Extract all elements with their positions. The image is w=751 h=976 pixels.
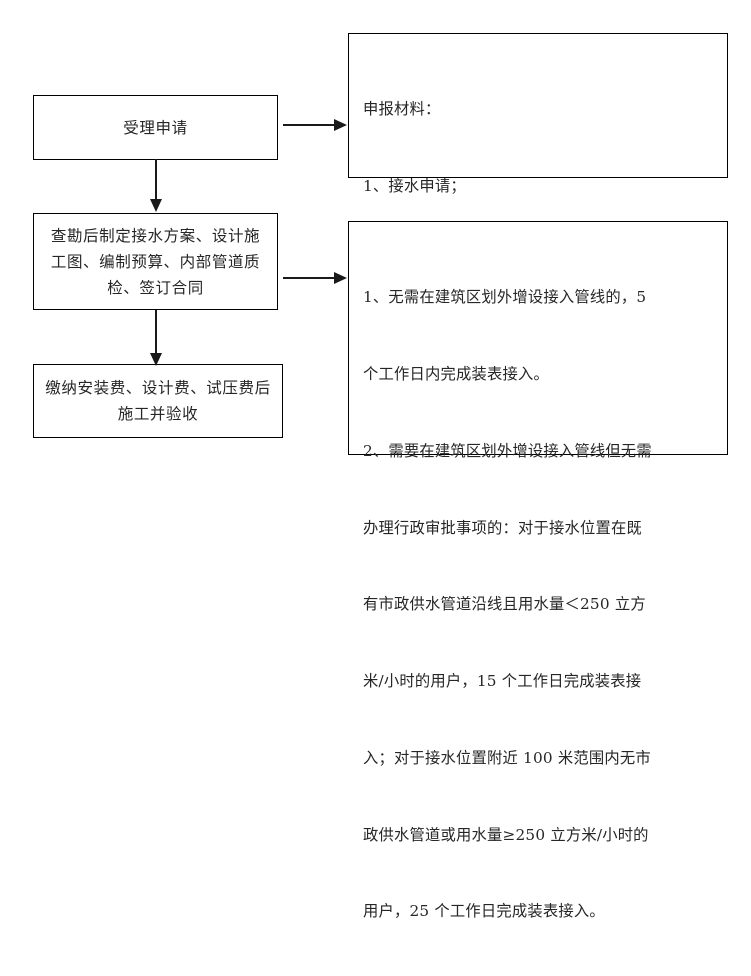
note-materials-line-2: 1、接水申请；: [363, 176, 466, 195]
note-timelimit-line-6: 米/小时的用户，15 个工作日完成装表接: [363, 672, 642, 691]
connector-accept-to-materials-arrow-icon: [283, 117, 349, 133]
note-timelimit-line-5: 有市政供水管道沿线且用水量＜250 立方: [363, 595, 646, 614]
flow-node-accept-label: 受理申请: [123, 118, 188, 137]
connector-survey-to-payment-arrow-icon: [148, 310, 164, 368]
note-box-materials[interactable]: 申报材料： 1、接水申请； 2、提供相关的接水资料（建筑工程规划许 可证、发改委…: [348, 33, 728, 425]
flow-node-survey-label: 查勘后制定接水方案、设计施工图、编制预算、内部管道质检、签订合同: [50, 226, 261, 297]
flow-node-accept[interactable]: 受理申请: [33, 95, 278, 160]
flowchart-canvas: 受理申请 查勘后制定接水方案、设计施工图、编制预算、内部管道质检、签订合同 缴纳…: [33, 33, 728, 920]
note-timelimit-line-7: 入；对于接水位置附近 100 米范围内无市: [363, 748, 651, 767]
note-timelimit-line-9: 用户，25 个工作日完成装表接入。: [363, 902, 605, 921]
note-timelimit-body: 1、无需在建筑区划外增设接入管线的，5 个工作日内完成装表接入。 2、需要在建筑…: [363, 234, 727, 976]
note-box-timelimit[interactable]: 1、无需在建筑区划外增设接入管线的，5 个工作日内完成装表接入。 2、需要在建筑…: [348, 221, 728, 920]
flow-node-survey[interactable]: 查勘后制定接水方案、设计施工图、编制预算、内部管道质检、签订合同: [33, 213, 278, 310]
note-materials-line-1: 申报材料：: [363, 100, 441, 119]
connector-accept-to-survey-arrow-icon: [148, 159, 164, 214]
flow-node-payment[interactable]: 缴纳安装费、设计费、试压费后施工并验收: [33, 364, 283, 438]
note-timelimit-line-4: 办理行政审批事项的：对于接水位置在既: [363, 518, 642, 537]
flow-node-payment-label: 缴纳安装费、设计费、试压费后施工并验收: [45, 379, 271, 423]
note-timelimit-line-2: 个工作日内完成装表接入。: [363, 364, 549, 383]
note-timelimit-line-8: 政供水管道或用水量≥250 立方米/小时的: [363, 825, 649, 844]
note-timelimit-line-1: 1、无需在建筑区划外增设接入管线的，5: [363, 288, 647, 307]
note-timelimit-line-3: 2、需要在建筑区划外增设接入管线但无需: [363, 441, 652, 460]
connector-survey-to-timelimit-arrow-icon: [283, 270, 349, 286]
